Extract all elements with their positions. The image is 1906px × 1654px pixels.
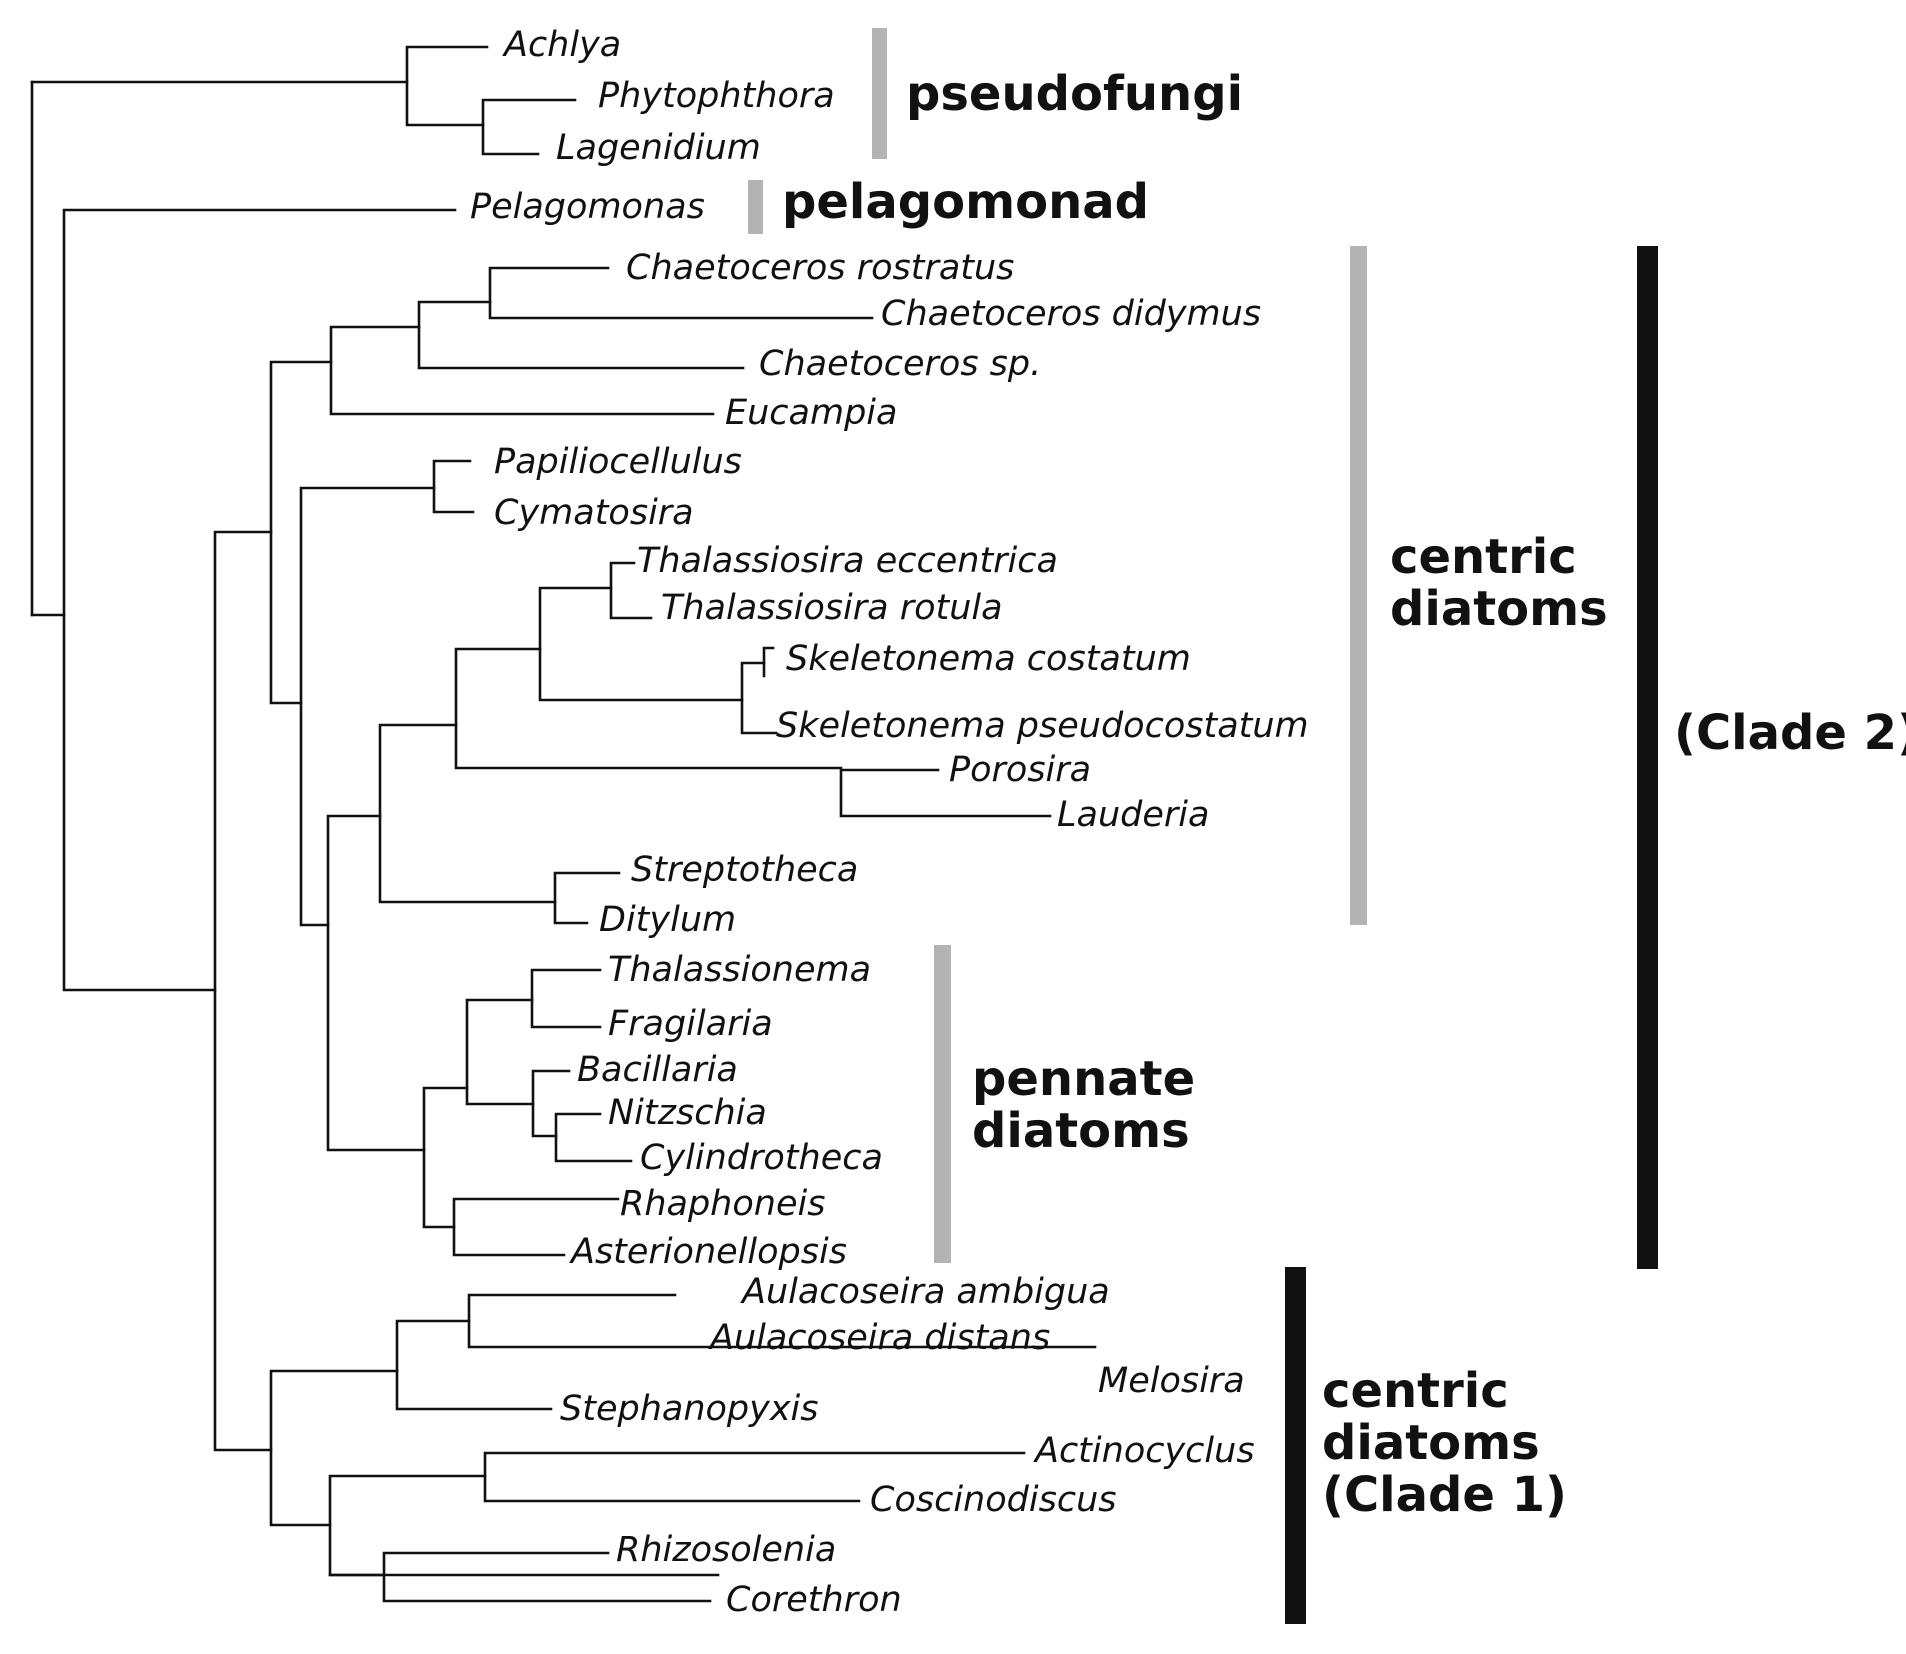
pelagomonad-bar [748, 180, 763, 234]
clade2-bar [1637, 246, 1658, 1269]
centric-diatoms-label-line2: diatoms [1390, 581, 1608, 637]
taxon-label: Coscinodiscus [870, 1480, 1117, 1520]
taxon-label: Phytophthora [598, 76, 835, 116]
clade1-bar [1285, 1267, 1306, 1624]
taxon-label: Papiliocellulus [494, 442, 742, 482]
taxon-label: Pelagomonas [470, 187, 705, 227]
taxon-label: Aulacoseira distans [708, 1318, 1050, 1358]
pennate-diatoms-label-line1: pennate [972, 1051, 1195, 1107]
taxon-label: Chaetoceros rostratus [626, 248, 1014, 288]
clade1-label-line2: diatoms [1322, 1415, 1540, 1471]
clade1-label-line1: centric [1322, 1363, 1509, 1419]
taxon-label: Cymatosira [494, 493, 694, 533]
pelagomonad-label: pelagomonad [782, 174, 1149, 230]
taxon-label: Thalassiosira eccentrica [637, 541, 1058, 581]
centric-diatoms-label-line1: centric [1390, 529, 1577, 585]
centric-diatoms-bar [1350, 246, 1367, 925]
taxon-label: Rhaphoneis [620, 1184, 825, 1224]
taxon-label: Achlya [502, 25, 621, 65]
taxon-label: Bacillaria [577, 1050, 738, 1090]
taxon-label: Corethron [726, 1580, 902, 1620]
taxon-label: Thalassiosira rotula [661, 588, 1003, 628]
taxon-label: Chaetoceros didymus [881, 294, 1261, 334]
clade1-label-line3: (Clade 1) [1322, 1467, 1567, 1523]
taxon-label: Stephanopyxis [560, 1389, 819, 1429]
taxon-label: Lauderia [1057, 795, 1209, 835]
taxon-label: Chaetoceros sp. [759, 344, 1041, 384]
taxon-label: Aulacoseira ambigua [740, 1272, 1110, 1312]
taxon-label: Fragilaria [608, 1004, 773, 1044]
pennate-diatoms-label-line2: diatoms [972, 1103, 1190, 1159]
pseudofungi-bar [872, 28, 887, 159]
pennate-diatoms-bar [934, 945, 951, 1263]
pseudofungi-label: pseudofungi [906, 66, 1243, 122]
group-labels: pseudofungi pelagomonad centric diatoms … [782, 66, 1906, 1523]
taxon-labels: Achlya Phytophthora Lagenidium Pelagomon… [470, 25, 1309, 1620]
taxon-label: Actinocyclus [1033, 1431, 1255, 1471]
taxon-label: Lagenidium [556, 128, 761, 168]
taxon-label: Thalassionema [608, 950, 871, 990]
taxon-label: Eucampia [725, 393, 897, 433]
taxon-label: Ditylum [599, 900, 736, 940]
clade2-label: (Clade 2) [1674, 705, 1906, 761]
tree-branches [30, 45, 1097, 1603]
taxon-label: Cylindrotheca [640, 1138, 883, 1178]
taxon-label: Melosira [1098, 1361, 1245, 1401]
taxon-label: Streptotheca [631, 850, 858, 890]
taxon-label: Asterionellopsis [569, 1232, 847, 1272]
taxon-label: Nitzschia [608, 1093, 767, 1133]
taxon-label: Skeletonema costatum [786, 639, 1191, 679]
taxon-label: Skeletonema pseudocostatum [776, 706, 1309, 746]
taxon-label: Porosira [949, 750, 1091, 790]
taxon-label: Rhizosolenia [616, 1530, 836, 1570]
